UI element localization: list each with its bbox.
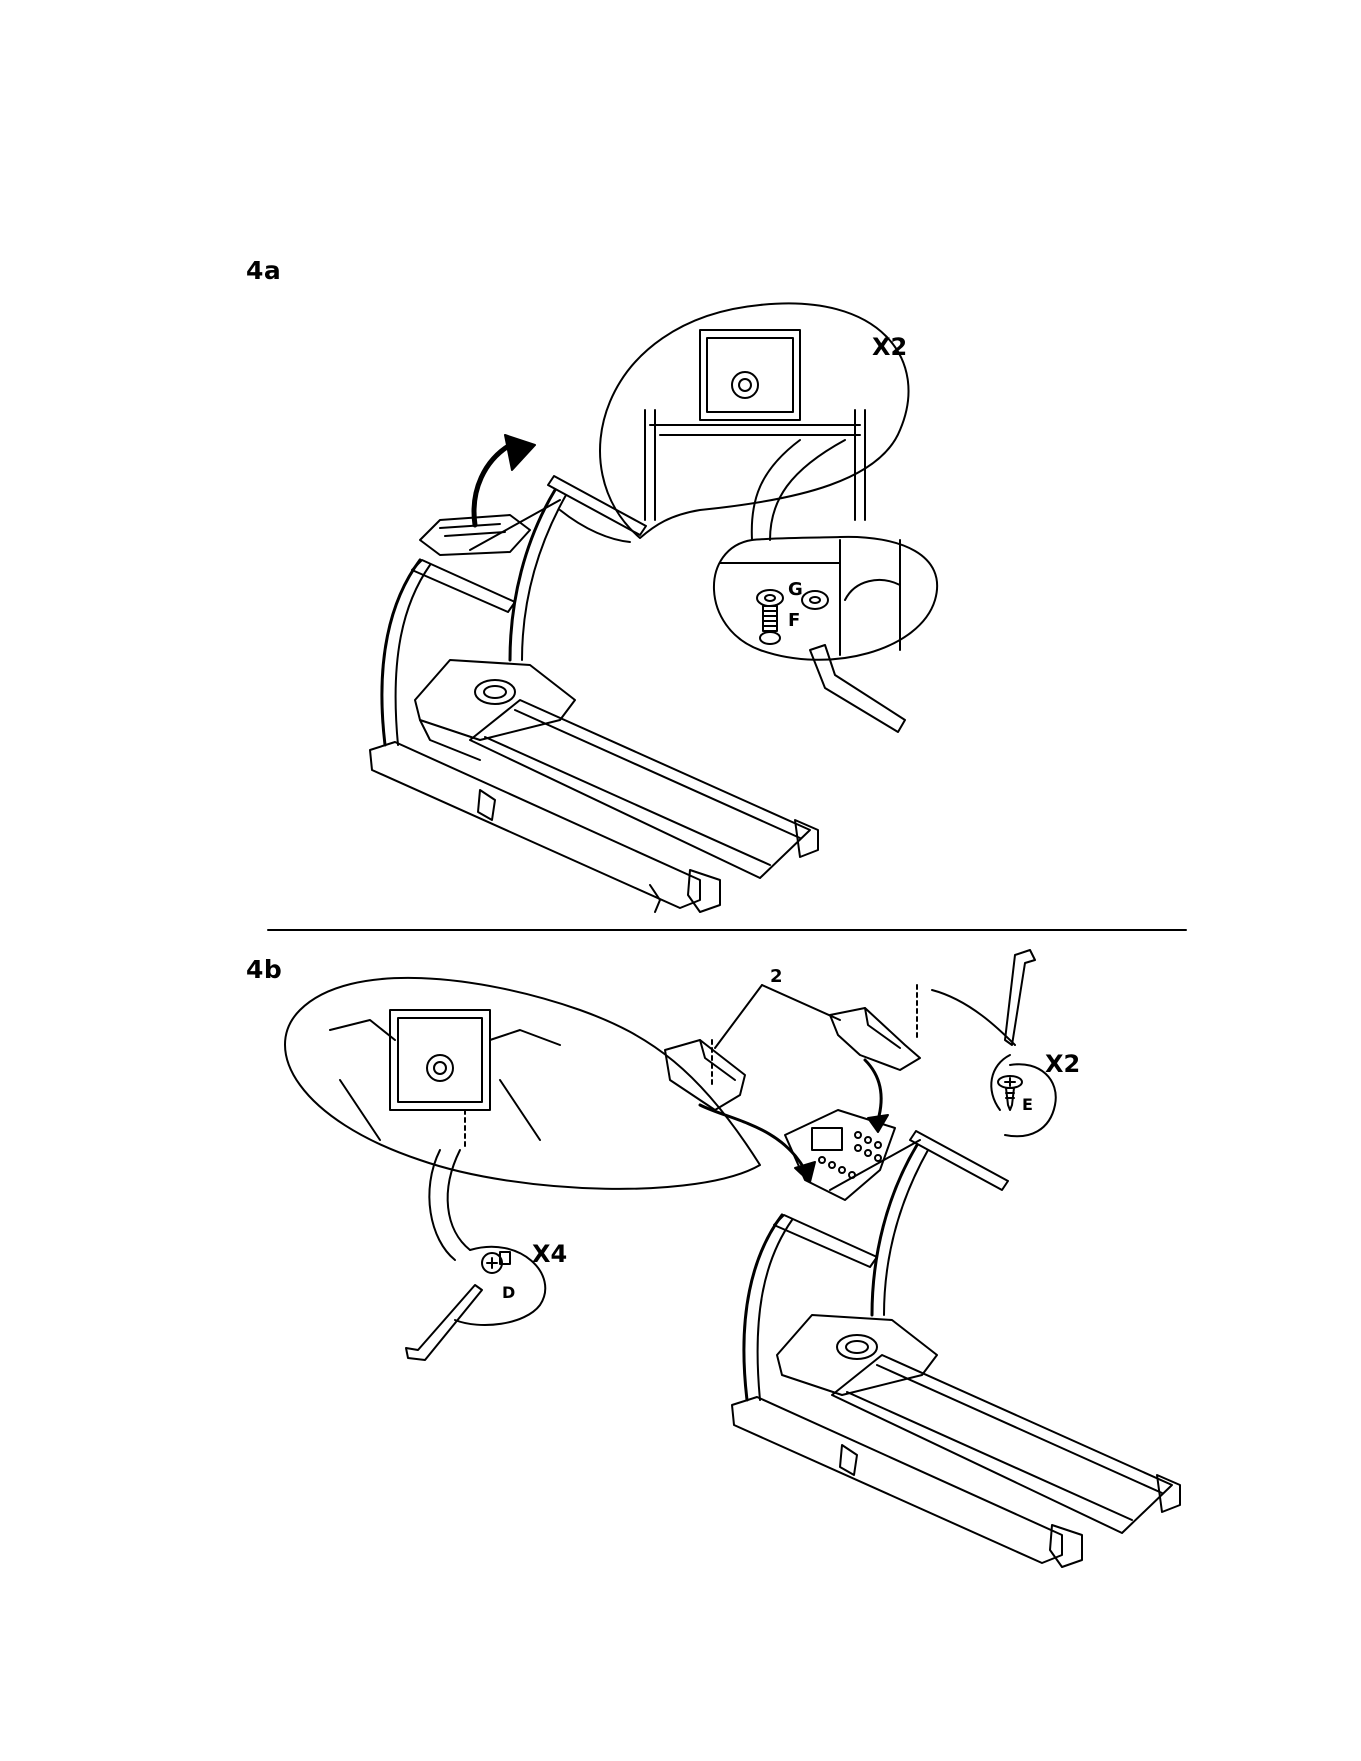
part-label-g: G — [788, 579, 803, 600]
part-label-d: D — [502, 1283, 515, 1302]
rotate-arrow-icon — [474, 445, 510, 525]
allen-key-icon — [406, 1285, 482, 1360]
step-4b-treadmill — [700, 1060, 1180, 1567]
step-4b-detail-callout — [285, 978, 760, 1260]
multiplier-label-4b-left: X4 — [532, 1240, 567, 1268]
step-4b-right-hardware-callout — [932, 950, 1056, 1136]
screw-icon — [998, 1076, 1022, 1110]
allen-key-icon — [810, 645, 905, 732]
step-4a-hardware-callout — [714, 537, 937, 732]
part-label-f: F — [788, 610, 800, 631]
screw-icon — [482, 1252, 510, 1273]
part-label-e: E — [1022, 1095, 1033, 1114]
step-4a-treadmill — [370, 435, 818, 912]
washer-icon — [757, 590, 783, 606]
step-4a-detail-callout — [600, 303, 909, 540]
part-number-label: 2 — [770, 966, 783, 987]
step-4b-left-hardware-callout — [406, 1247, 545, 1360]
bolt-icon — [760, 606, 780, 644]
multiplier-label-4b-right: X2 — [1045, 1050, 1080, 1078]
allen-key-icon — [1005, 950, 1035, 1045]
multiplier-label-4a: X2 — [872, 333, 907, 361]
